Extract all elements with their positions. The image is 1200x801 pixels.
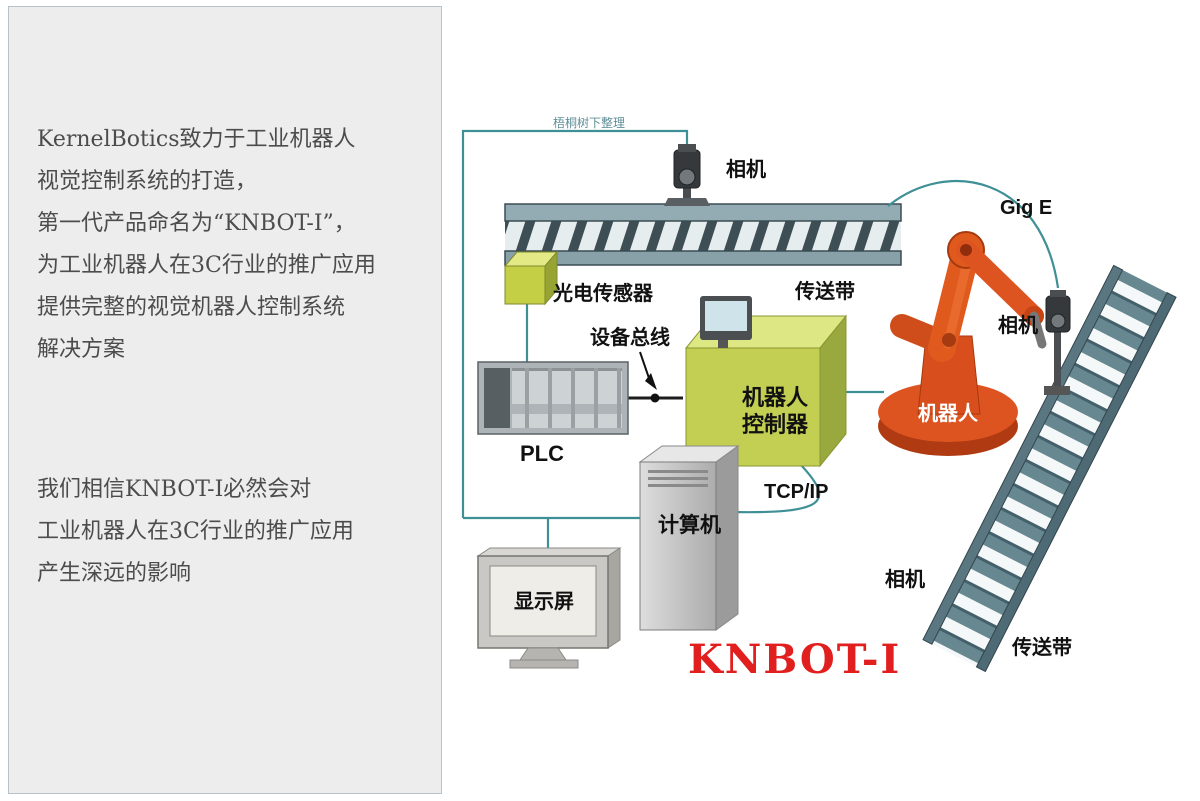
monitor-label: 显示屏 [514, 591, 574, 613]
computer-tower [638, 445, 740, 631]
conveyor-incline [922, 264, 1177, 673]
gige-line [887, 179, 1060, 289]
photoelectric-sensor-label: 光电传感器 [553, 283, 653, 305]
monitor-screen [489, 565, 597, 637]
camera-top-label: 相机 [726, 159, 766, 181]
camera-right-label: 相机 [998, 315, 1038, 337]
conveyor-top [504, 203, 902, 266]
connection-lines [461, 129, 1060, 556]
photoelectric-sensor [503, 250, 559, 306]
conveyor-right-label: 传送带 [1012, 637, 1072, 659]
controller-display-stand [718, 336, 728, 348]
plc-unit [477, 361, 629, 435]
device-bus [628, 351, 683, 403]
plc-label: PLC [520, 441, 564, 466]
loop-line [461, 129, 689, 518]
device-bus-label: 设备总线 [590, 327, 670, 349]
intro-paragraph-1: KernelBotics致力于工业机器人 视觉控制系统的打造， 第一代产品命名为… [37, 127, 376, 362]
product-title: KNBOT-Ⅰ [688, 636, 902, 683]
watermark-text: 梧桐树下整理 [553, 116, 626, 130]
conveyor-top-label: 传送带 [795, 281, 855, 303]
tcp-ip-label: TCP/IP [764, 481, 829, 503]
gig-e-label: Gig E [1000, 197, 1053, 219]
intro-panel: KernelBotics致力于工业机器人 视觉控制系统的打造， 第一代产品命名为… [8, 6, 442, 794]
tcpip-line [718, 463, 821, 514]
camera-top-icon [664, 144, 710, 206]
robot-controller-label: 机器人 控制器 [742, 385, 809, 437]
camera-right-icon [1044, 290, 1071, 395]
robot-label: 机器人 [918, 403, 978, 425]
monitor [476, 547, 622, 669]
robot-controller [684, 296, 848, 468]
intro-paragraph-2: 我们相信KNBOT-I必然会对 工业机器人在3C行业的推广应用 产生深远的影响 [37, 477, 354, 586]
camera-mid-label: 相机 [885, 569, 925, 591]
computer-label: 计算机 [658, 512, 721, 539]
robot-arm [878, 231, 1047, 456]
